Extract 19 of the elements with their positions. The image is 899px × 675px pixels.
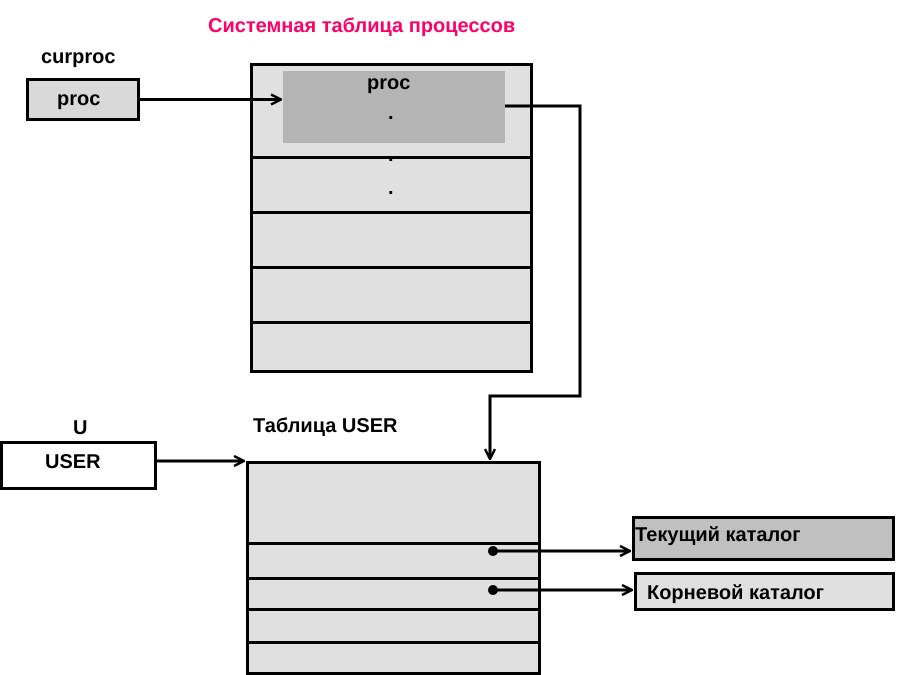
pointer-label: proc <box>57 87 100 111</box>
arrow <box>488 544 632 558</box>
arrow <box>488 584 634 596</box>
ellipsis-dot: . <box>388 176 394 200</box>
table-heading: Таблица USER <box>253 414 398 438</box>
pointer-label: USER <box>45 450 101 474</box>
table-heading: Системная таблица процессов <box>208 14 516 38</box>
arrow <box>140 93 282 106</box>
variable-name: curproc <box>41 45 116 69</box>
pointer-box <box>634 572 895 611</box>
arrow <box>484 104 582 460</box>
directory-label: Текущий каталог <box>635 523 801 547</box>
arrow <box>157 454 246 468</box>
directory-label: Корневой каталог <box>647 581 824 605</box>
ellipsis-dot: . <box>388 101 394 125</box>
variable-name: U <box>73 416 88 440</box>
table-entry <box>283 71 505 143</box>
entry-label: proc <box>367 71 410 95</box>
pointer-box <box>632 516 895 561</box>
